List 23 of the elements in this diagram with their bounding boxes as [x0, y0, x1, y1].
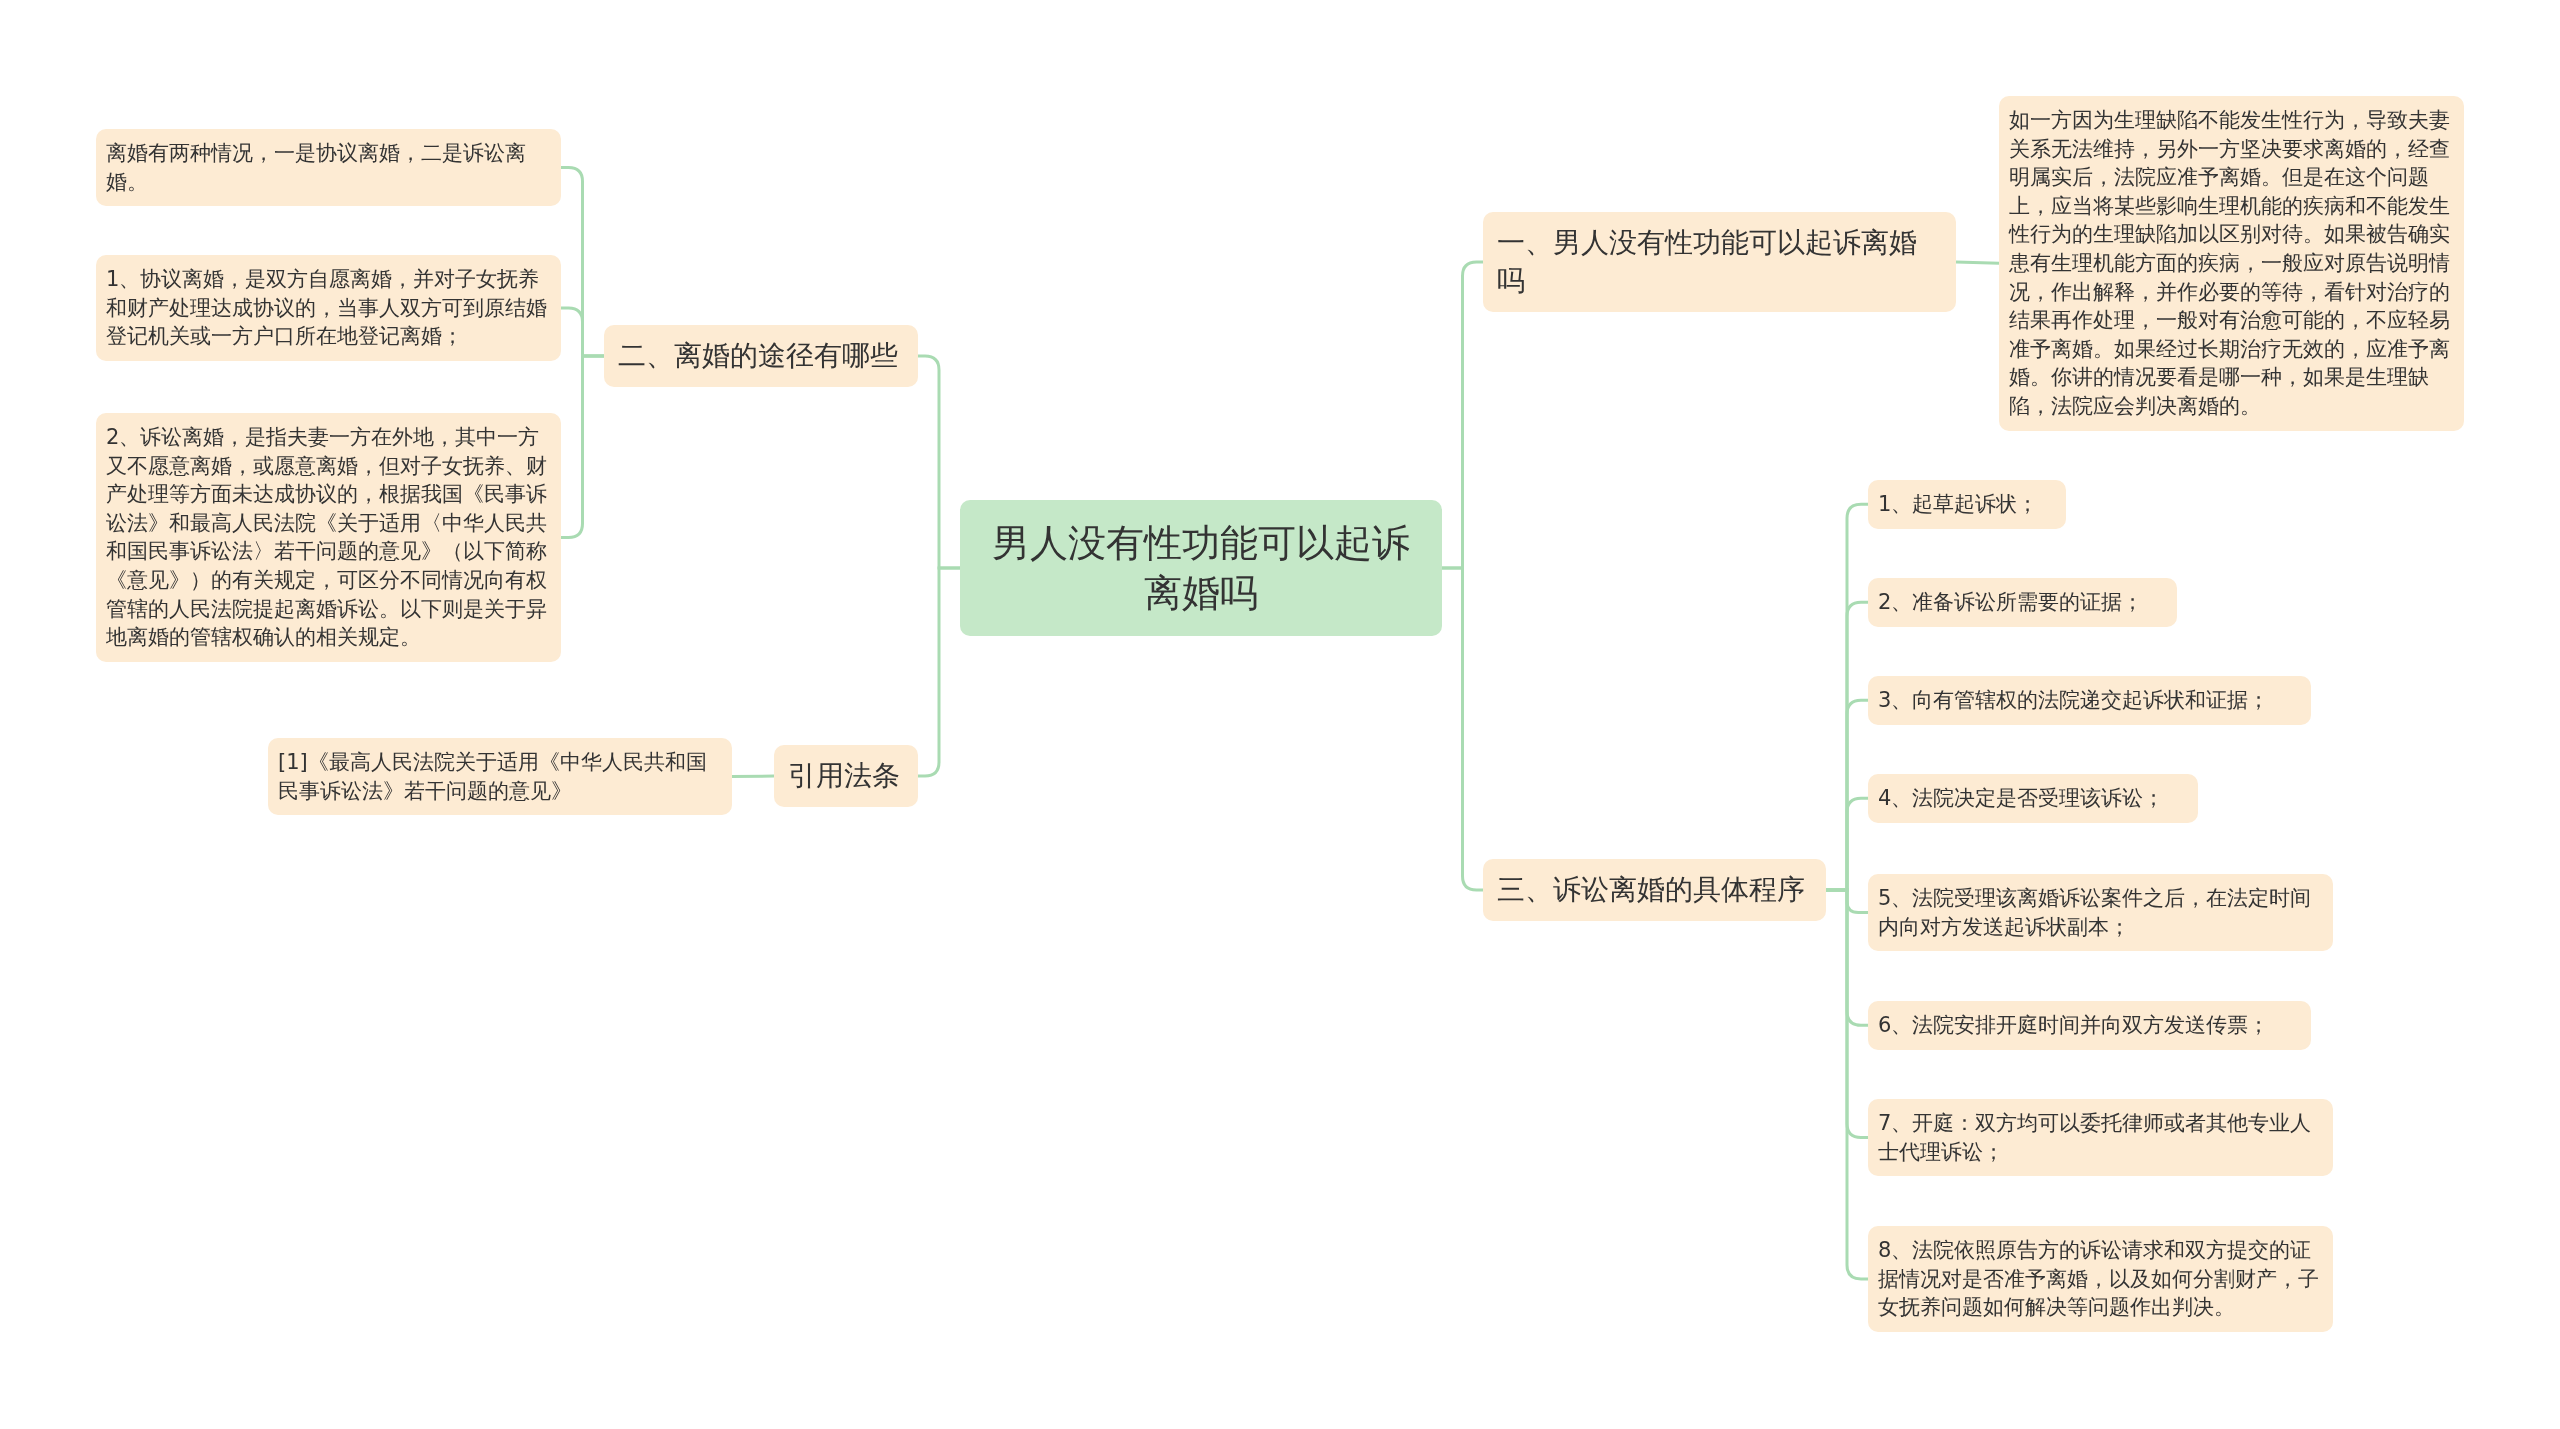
connector-line	[561, 354, 604, 539]
text-box: 6、法院安排开庭时间并向双方发送传票；	[1868, 1001, 2311, 1050]
text-box: 3、向有管辖权的法院递交起诉状和证据；	[1868, 676, 2311, 725]
text-box: 7、开庭：双方均可以委托律师或者其他专业人士代理诉讼；	[1868, 1099, 2333, 1177]
text-box: 如一方因为生理缺陷不能发生性行为，导致夫妻关系无法维持，另外一方坚决要求离婚的，经查明属实后，法院应准予离婚。但是在这个问题上，应当将某些影响生理机能的疾病和不能发生性行为的生理缺陷加以区别对待。如果被告确实患有生理机能方面的疾病，一般应对原告说明情况，作出解释，并作必要的等待，看针对治疗的结果再作处理，一般对有治愈可能的，不应轻易准予离婚。如果经过长期治疗无效的，应准予离婚。你讲的情况要看是哪一种，如果是生理缺陷，法院应会判决离婚的。	[1999, 96, 2464, 431]
text-box: 2、诉讼离婚，是指夫妻一方在外地，其中一方又不愿意离婚，或愿意离婚，但对子女抚养、财产处理等方面未达成协议的，根据我国《民事诉讼法》和最高人民法院《关于适用〈中华人民共和国民事诉讼法〉若干问题的意见》（以下简称《意见》）的有关规定，可区分不同情况向有权管辖的人民法院提起离婚诉讼。以下则是关于异地离婚的管辖权确认的相关规定。	[96, 413, 561, 662]
topic-box: 一、男人没有性功能可以起诉离婚吗	[1483, 212, 1956, 312]
connector-line	[731, 774, 775, 779]
text-box: 5、法院受理该离婚诉讼案件之后，在法定时间内向对方发送起诉状副本；	[1868, 874, 2333, 952]
text-box: 2、准备诉讼所需要的证据；	[1868, 578, 2177, 627]
topic-box: 二、离婚的途径有哪些	[604, 325, 918, 387]
connector-line	[1442, 566, 1483, 892]
topic-box: 三、诉讼离婚的具体程序	[1483, 859, 1826, 921]
text-box: [1]《最高人民法院关于适用《中华人民共和国民事诉讼法》若干问题的意见》	[268, 738, 732, 816]
text-box: 离婚有两种情况，一是协议离婚，二是诉讼离婚。	[96, 129, 561, 207]
text-box: 8、法院依照原告方的诉讼请求和双方提交的证据情况对是否准予离婚，以及如何分割财产，子女抚养问题如何解决等问题作出判决。	[1868, 1226, 2333, 1332]
connector-line	[918, 566, 960, 778]
topic-box: 引用法条	[774, 745, 918, 807]
text-box: 1、起草起诉状；	[1868, 480, 2066, 529]
central-topic-box: 男人没有性功能可以起诉离婚吗	[960, 500, 1442, 636]
connector-line	[1955, 260, 2000, 265]
text-box: 1、协议离婚，是双方自愿离婚，并对子女抚养和财产处理达成协议的，当事人双方可到原结婚登记机关或一方户口所在地登记离婚；	[96, 255, 561, 361]
text-box: 4、法院决定是否受理该诉讼；	[1868, 774, 2198, 823]
